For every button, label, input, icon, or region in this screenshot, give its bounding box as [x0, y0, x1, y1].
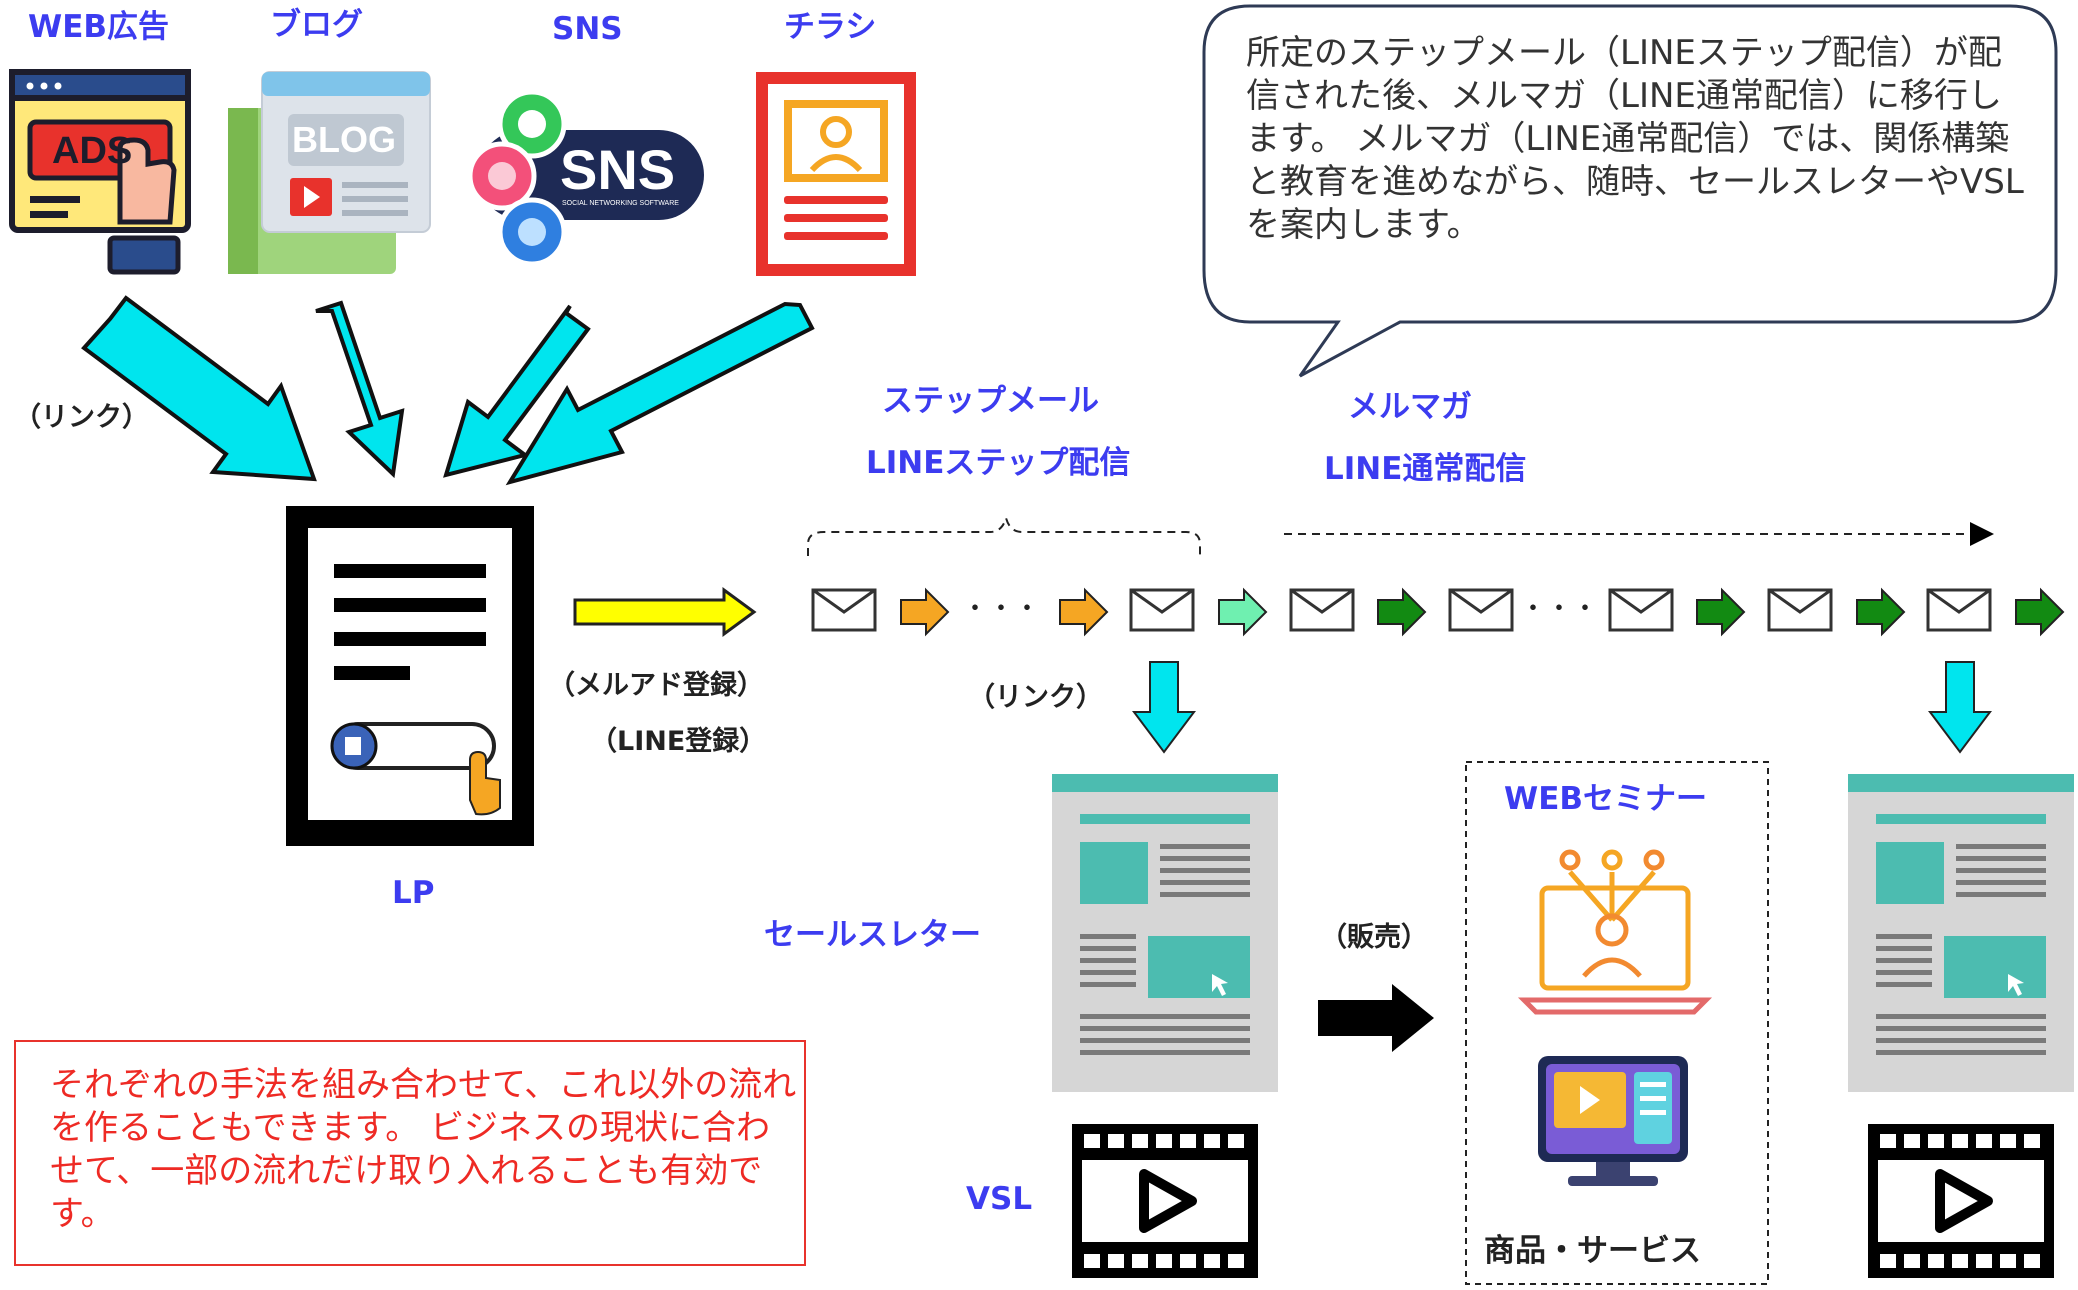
vsl-label: VSL	[966, 1181, 1033, 1217]
note-text: それぞれの手法を組み合わせて、これ以外の流れを作ることもできます。 ビジネスの現…	[50, 1065, 797, 1234]
step-mail-subtitle: LINEステップ配信	[866, 445, 1131, 481]
label-blog: ブログ	[270, 7, 363, 43]
arrow-green	[1856, 587, 1906, 637]
sns-art-subtext: SOCIAL NETWORKING SOFTWARE	[562, 200, 679, 207]
webinar-title: WEBセミナー	[1504, 781, 1707, 817]
ads-art-text: ADS	[52, 130, 133, 172]
envelope-icon	[1129, 588, 1195, 632]
arrow-sale	[1318, 984, 1434, 1052]
note-box: それぞれの手法を組み合わせて、これ以外の流れを作ることもできます。 ビジネスの現…	[14, 1040, 806, 1266]
dots-green: ・・・	[1520, 594, 1599, 624]
label-flyer: チラシ	[784, 9, 877, 45]
envelope-icon	[811, 588, 877, 632]
video-course-icon	[1538, 1056, 1688, 1186]
merumaga-title: メルマガ	[1348, 389, 1472, 425]
arrow-orange	[900, 587, 950, 637]
sns-art-text: SNS	[560, 138, 676, 201]
arrow-mail-to-letter	[1132, 661, 1196, 754]
webinar-icon	[1517, 849, 1713, 1015]
dots-orange: ・・・	[962, 594, 1041, 624]
arrow-flyer-to-lp	[505, 301, 815, 486]
arrow-green	[2015, 587, 2065, 637]
webinar-box	[1465, 761, 1769, 1285]
step-mail-title: ステップメール	[882, 383, 1099, 419]
flyer-icon	[756, 72, 916, 276]
film-play-icon	[1072, 1124, 1258, 1278]
link-label-left: （リンク）	[14, 402, 149, 433]
arrow-sns-to-lp	[443, 304, 591, 478]
registration-line1: （メルアド登録）	[548, 670, 764, 701]
sales-letter-label: セールスレター	[764, 917, 981, 953]
blog-art-text: BLOG	[292, 119, 396, 160]
merumaga-subtitle: LINE通常配信	[1324, 451, 1527, 487]
landing-page-icon	[286, 506, 534, 846]
arrow-blog-to-lp	[315, 300, 405, 479]
envelope-icon	[1767, 588, 1833, 632]
envelope-icon	[1448, 588, 1514, 632]
arrow-mail-to-letter-right	[1928, 661, 1992, 754]
arrow-ads-to-lp	[81, 295, 317, 482]
product-label: 商品・サービス	[1484, 1233, 1701, 1269]
ads-browser-icon	[9, 69, 191, 275]
bubble-text: 所定のステップメール（LINEステップ配信）が配信された後、メルマガ（LINE通…	[1246, 33, 2024, 245]
label-sns: SNS	[552, 11, 623, 47]
envelope-icon	[1926, 588, 1992, 632]
label-web-ad: WEB広告	[28, 9, 169, 45]
blog-icon	[228, 71, 431, 274]
registration-line2: （LINE登録）	[590, 726, 767, 757]
arrow-mint	[1218, 587, 1268, 637]
sales-letter-page-icon	[1848, 774, 2074, 1092]
envelope-icon	[1608, 588, 1674, 632]
link-label-mid: （リンク）	[968, 682, 1103, 713]
speech-bubble	[1202, 4, 2058, 378]
arrow-orange	[1059, 587, 1109, 637]
arrow-green	[1377, 587, 1427, 637]
lp-label: LP	[392, 875, 435, 911]
step-mail-brace	[807, 514, 1201, 556]
film-play-icon	[1868, 1124, 2054, 1278]
sale-label: （販売）	[1320, 922, 1428, 953]
sales-letter-page-icon	[1052, 774, 1278, 1092]
envelope-icon	[1289, 588, 1355, 632]
arrow-green	[1696, 587, 1746, 637]
sns-icon	[467, 89, 704, 267]
arrow-lp-to-mail	[573, 587, 757, 637]
